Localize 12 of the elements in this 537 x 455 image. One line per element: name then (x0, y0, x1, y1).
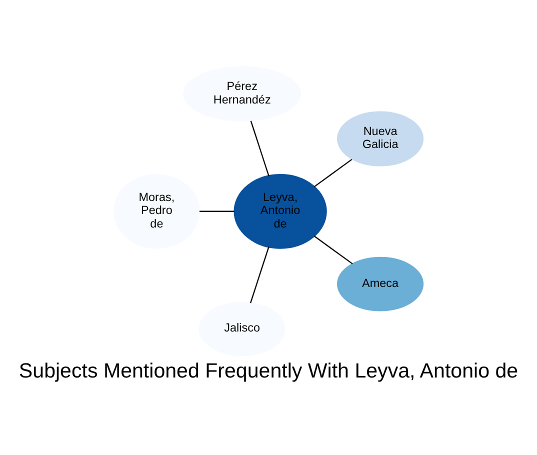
diagram-title: Subjects Mentioned Frequently With Leyva, Antonio de (18, 359, 518, 382)
connector (200, 210, 234, 212)
node-ellipse: Jalisco (198, 301, 286, 356)
node-ellipse: Nueva Galicia (337, 110, 424, 166)
node-ellipse: Ameca (337, 256, 424, 311)
connector (250, 246, 270, 303)
connector (314, 235, 353, 264)
connector (250, 120, 270, 176)
node-ellipse: Pérez Hernandéz (183, 66, 302, 121)
node-ellipse: Moras, Pedro de (113, 173, 200, 248)
node-ellipse: Leyva, Antonio de (234, 173, 327, 248)
connector (314, 158, 352, 187)
